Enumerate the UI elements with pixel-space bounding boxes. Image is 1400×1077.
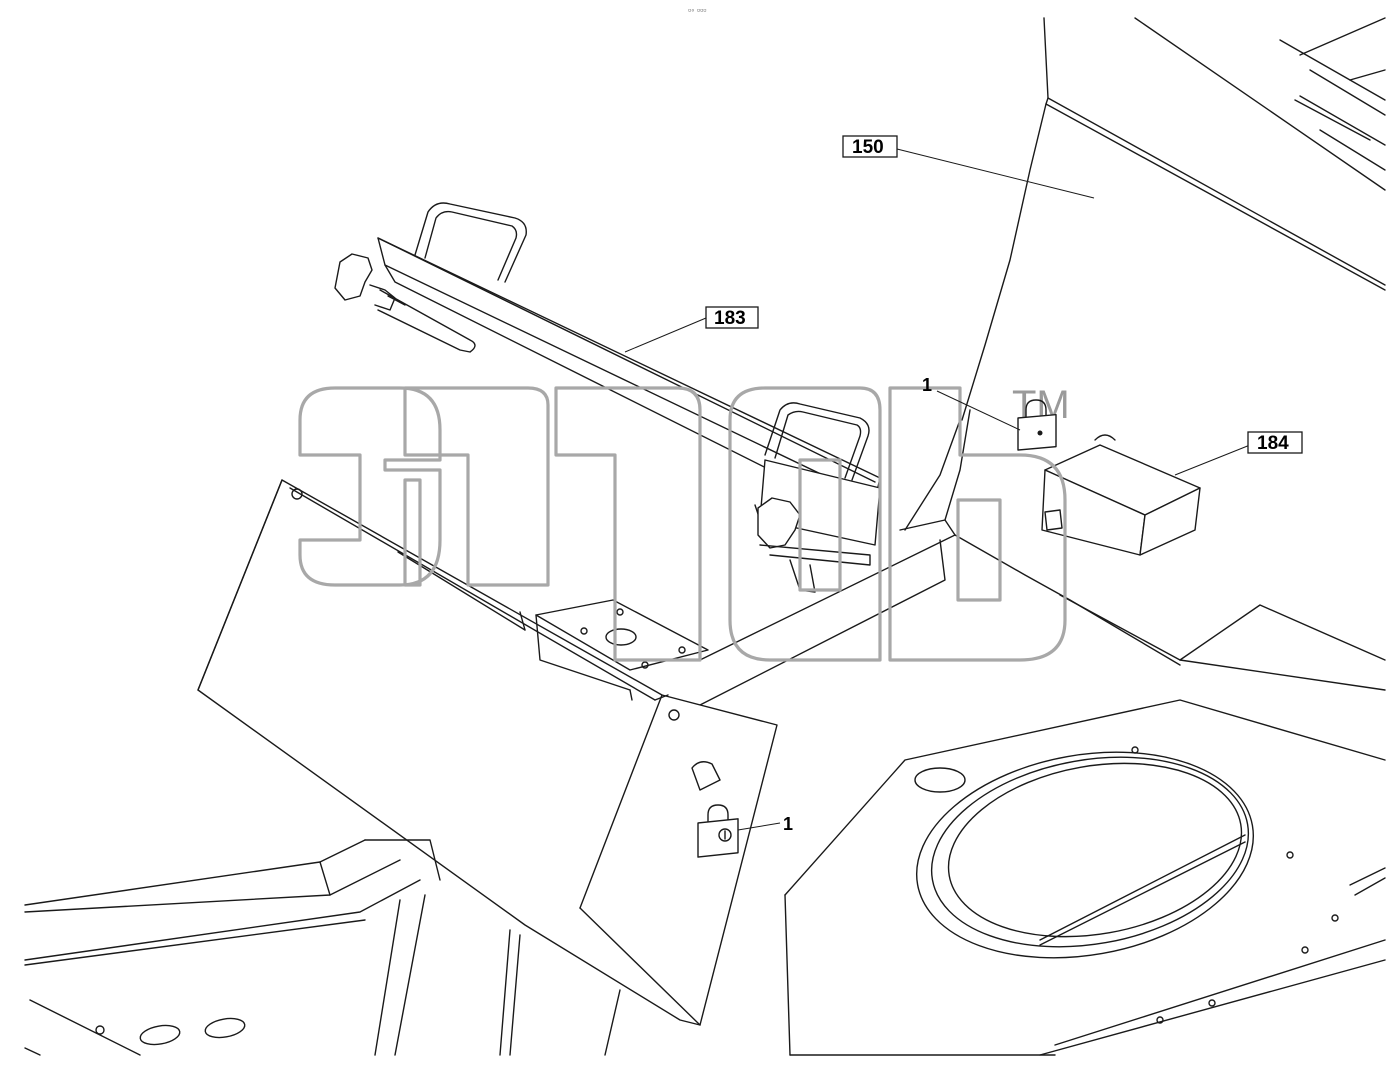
padlock-icon: [1017, 399, 1057, 451]
leader-lock-bottom: [737, 822, 781, 831]
right-housing-block: [784, 699, 1386, 1056]
part-183-bracket-bar: [334, 202, 881, 593]
header-tiny-mark: ▫◦ ▫▫▫: [688, 5, 706, 15]
label-150: 150: [842, 135, 898, 158]
callout-lock-top: 1: [922, 375, 932, 395]
label-183: 183: [705, 306, 759, 329]
rear-frame-rail: [699, 409, 1386, 706]
lower-frame: [24, 839, 621, 1056]
label-183-text: 183: [714, 308, 746, 329]
label-184: 184: [1247, 431, 1303, 454]
part-150-panel: [961, 17, 1386, 421]
label-150-text: 150: [852, 137, 884, 158]
label-184-text: 184: [1257, 433, 1289, 454]
part-184-box: [1041, 434, 1251, 556]
tray-box: [197, 479, 778, 1026]
callout-lock-bottom: 1: [783, 814, 793, 834]
padlock-icon: [697, 804, 739, 858]
leader-lock-top: [936, 390, 1021, 431]
leader-150: [896, 148, 1095, 199]
